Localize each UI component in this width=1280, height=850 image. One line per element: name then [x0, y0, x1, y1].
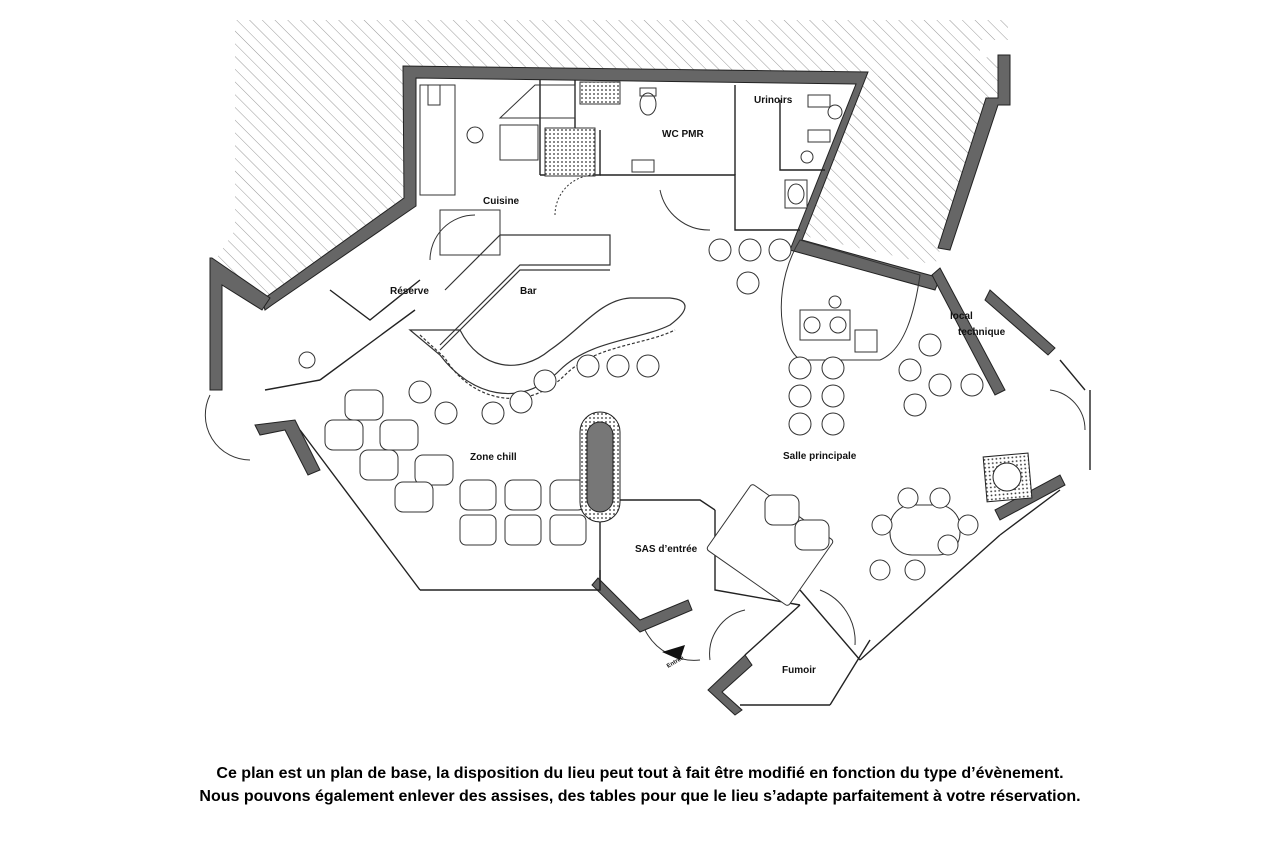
caption-line-1: Ce plan est un plan de base, la disposit…	[216, 765, 1064, 782]
floor-plan: Cuisine WC PMR Urinoirs Réserve Bar loca…	[204, 20, 1091, 716]
room-label-bar: Bar	[520, 286, 537, 297]
room-label-local-technique-line1: local	[950, 311, 973, 322]
oval-table	[579, 411, 621, 523]
room-label-reserve: Réserve	[390, 286, 429, 297]
wc-fixtures	[631, 87, 831, 231]
kitchen-fixtures	[419, 81, 621, 261]
room-label-cuisine: Cuisine	[483, 196, 520, 207]
bar-stools	[408, 354, 660, 425]
room-label-wc-pmr: WC PMR	[662, 129, 704, 140]
pillar	[982, 452, 1033, 503]
entrance-arrow-icon	[662, 645, 685, 660]
outer-walls	[209, 54, 1066, 716]
bar-counter	[408, 234, 686, 399]
interior-floor	[265, 70, 1090, 705]
main-hall-seating	[706, 238, 984, 606]
person-figures	[298, 104, 843, 369]
caption-line-2: Nous pouvons également enlever des assis…	[199, 788, 1081, 805]
room-label-sas-entree: SAS d’entrée	[635, 544, 698, 555]
room-label-urinoirs: Urinoirs	[754, 95, 793, 106]
room-label-local-technique-line2: technique	[958, 327, 1006, 338]
room-label-zone-chill: Zone chill	[470, 452, 517, 463]
room-label-fumoir: Fumoir	[782, 665, 816, 676]
room-label-salle-principale: Salle principale	[783, 451, 857, 462]
